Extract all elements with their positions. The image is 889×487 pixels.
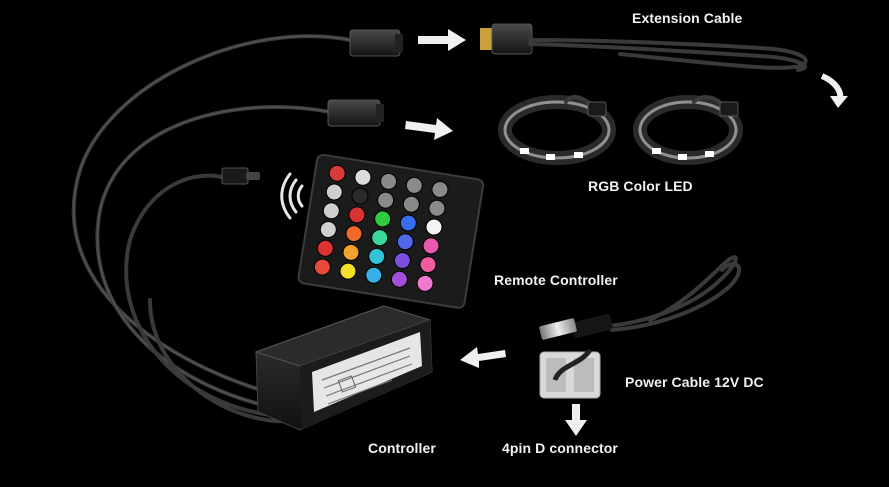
remote-button [365, 266, 383, 284]
remote-button [416, 274, 434, 292]
remote-button [374, 210, 392, 228]
controller-label: Controller [368, 440, 436, 456]
remote-button [396, 233, 414, 251]
wireless-signal-icon [280, 172, 304, 220]
remote-button [371, 229, 389, 247]
4pin-d-connector-label: 4pin D connector [502, 440, 618, 456]
remote-controller-label: Remote Controller [494, 272, 618, 288]
remote-button [399, 214, 417, 232]
rgb-color-led-label: RGB Color LED [588, 178, 693, 194]
remote-controller [297, 153, 485, 309]
extension-cable [480, 23, 808, 72]
arrow-down-connector [565, 404, 587, 436]
controller-box [254, 305, 433, 431]
remote-button [351, 187, 369, 205]
remote-button [431, 181, 449, 199]
remote-button [377, 191, 395, 209]
remote-button [390, 270, 408, 288]
remote-button [380, 172, 398, 190]
arrow-to-controller [460, 347, 506, 368]
remote-button [325, 183, 343, 201]
remote-button [319, 221, 337, 239]
remote-button [354, 168, 372, 186]
extension-cable-label: Extension Cable [632, 10, 743, 26]
remote-button [422, 237, 440, 255]
middle-plug [327, 99, 384, 127]
power-cable [539, 255, 742, 340]
arrow-to-led [405, 118, 453, 140]
arrow-curved-down [820, 73, 848, 108]
led-strip-left [498, 95, 616, 165]
remote-button-grid [313, 164, 449, 292]
power-cable-label: Power Cable 12V DC [625, 374, 764, 390]
remote-button [345, 225, 363, 243]
remote-button [313, 258, 331, 276]
4pin-d-connector [539, 348, 601, 399]
remote-button [348, 206, 366, 224]
remote-button [402, 195, 420, 213]
controller-cables [71, 34, 352, 424]
remote-button [342, 243, 360, 261]
remote-button [428, 199, 446, 217]
remote-button [405, 176, 423, 194]
remote-button [419, 256, 437, 274]
remote-button [316, 239, 334, 257]
arrow-to-extension [418, 29, 466, 51]
led-strip-right [633, 95, 743, 165]
top-plug [349, 29, 403, 57]
remote-button [339, 262, 357, 280]
remote-button [328, 164, 346, 182]
remote-button [322, 202, 340, 220]
remote-button [393, 252, 411, 270]
remote-button [425, 218, 443, 236]
ir-sensor [221, 167, 260, 185]
remote-button [368, 247, 386, 265]
